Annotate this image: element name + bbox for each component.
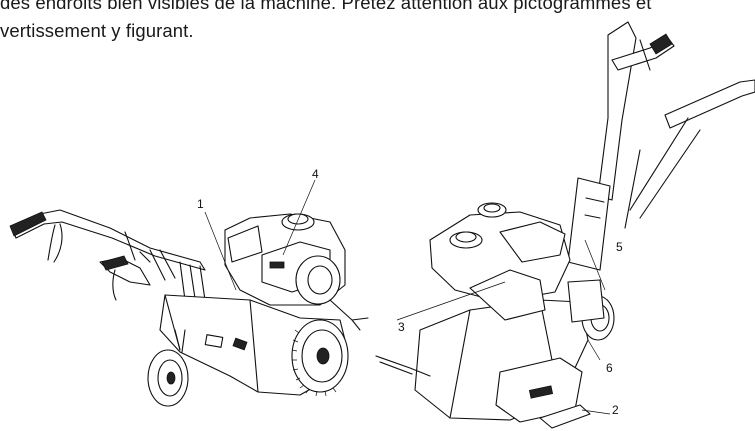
right-tiller-drawing (375, 21, 755, 429)
callout-1: 1 (197, 197, 204, 211)
callout-5: 5 (616, 240, 623, 254)
callout-leaders (204, 179, 611, 415)
body-text-line-2: vertissement y figurant. (0, 20, 194, 41)
callout-3: 3 (398, 320, 405, 334)
callout-2: 2 (612, 403, 619, 417)
callout-4: 4 (312, 167, 319, 181)
body-text-line-1: des endroits bien visibles de la machine… (0, 0, 652, 13)
callout-6: 6 (606, 361, 613, 375)
left-tiller-drawing (9, 209, 369, 407)
